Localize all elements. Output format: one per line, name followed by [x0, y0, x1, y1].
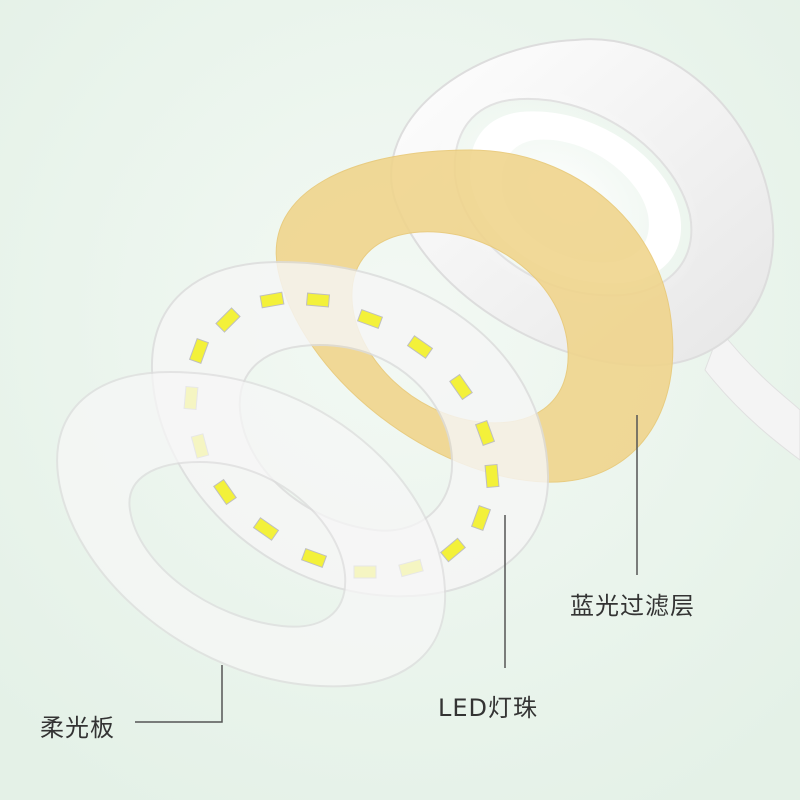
filter-layer-label: 蓝光过滤层 [570, 592, 695, 620]
led-beads-label: LED灯珠 [438, 694, 539, 722]
led-chip [213, 478, 237, 506]
led-chip [474, 419, 496, 447]
diffuser-plate-ring [56, 370, 447, 688]
led-chip [470, 504, 492, 532]
led-chip [259, 291, 285, 309]
led-chip [406, 335, 434, 359]
led-chip [300, 547, 328, 569]
led-chip [252, 517, 280, 541]
led-chip [356, 308, 384, 330]
led-chip [484, 463, 500, 489]
leader-lines [135, 415, 638, 723]
led-chip [449, 373, 473, 401]
led-chip [188, 337, 210, 365]
diffuser-plate-label: 柔光板 [40, 714, 115, 742]
led-chip [440, 537, 466, 563]
diffuser-leader-line [135, 665, 223, 723]
led-chip [305, 292, 331, 308]
led-chip [215, 307, 241, 333]
